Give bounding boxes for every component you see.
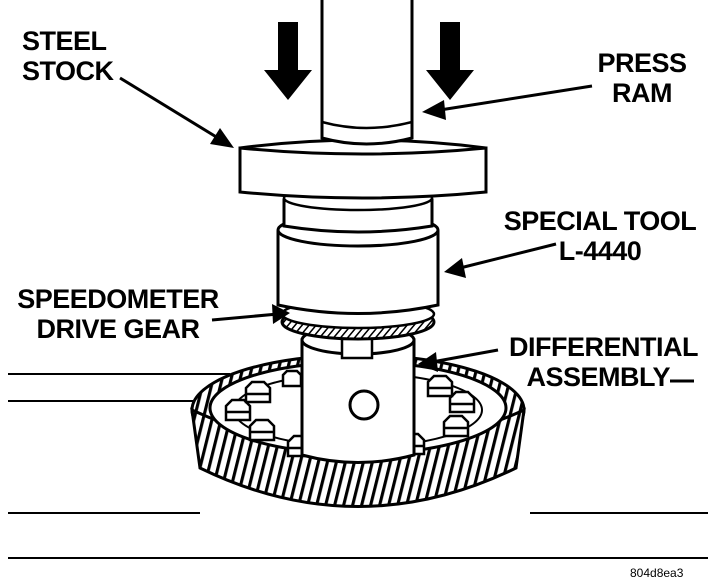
label-steel-stock-line2: STOCK xyxy=(22,56,114,86)
special-tool xyxy=(276,184,440,315)
bench-lines xyxy=(8,373,708,559)
press-ram xyxy=(320,0,414,146)
label-press-ram-line2: RAM xyxy=(612,78,673,108)
label-differential-line1: DIFFERENTIAL xyxy=(509,332,699,362)
label-differential: DIFFERENTIAL ASSEMBLY xyxy=(488,332,699,392)
steel-stock-plate xyxy=(238,138,488,200)
label-steel-stock: STEEL STOCK xyxy=(22,26,114,86)
leader-lines xyxy=(119,76,593,364)
leader-heads xyxy=(210,100,466,372)
label-special-tool: SPECIAL TOOL L-4440 xyxy=(492,206,708,266)
differential-hub xyxy=(300,324,416,464)
label-press-ram-line1: PRESS xyxy=(597,48,687,78)
label-press-ram: PRESS RAM xyxy=(592,48,692,108)
label-speedometer-gear-line2: DRIVE GEAR xyxy=(36,314,200,344)
figure-id: 804d8ea3 xyxy=(630,566,684,580)
label-speedometer-gear-line1: SPEEDOMETER xyxy=(17,284,219,314)
label-steel-stock-line1: STEEL xyxy=(22,26,107,56)
label-speedometer-gear: SPEEDOMETER DRIVE GEAR xyxy=(8,284,228,344)
force-arrows xyxy=(264,22,474,100)
label-differential-line2: ASSEMBLY xyxy=(526,362,670,392)
label-special-tool-line1: SPECIAL TOOL xyxy=(503,206,697,236)
label-special-tool-line2: L-4440 xyxy=(558,236,642,266)
